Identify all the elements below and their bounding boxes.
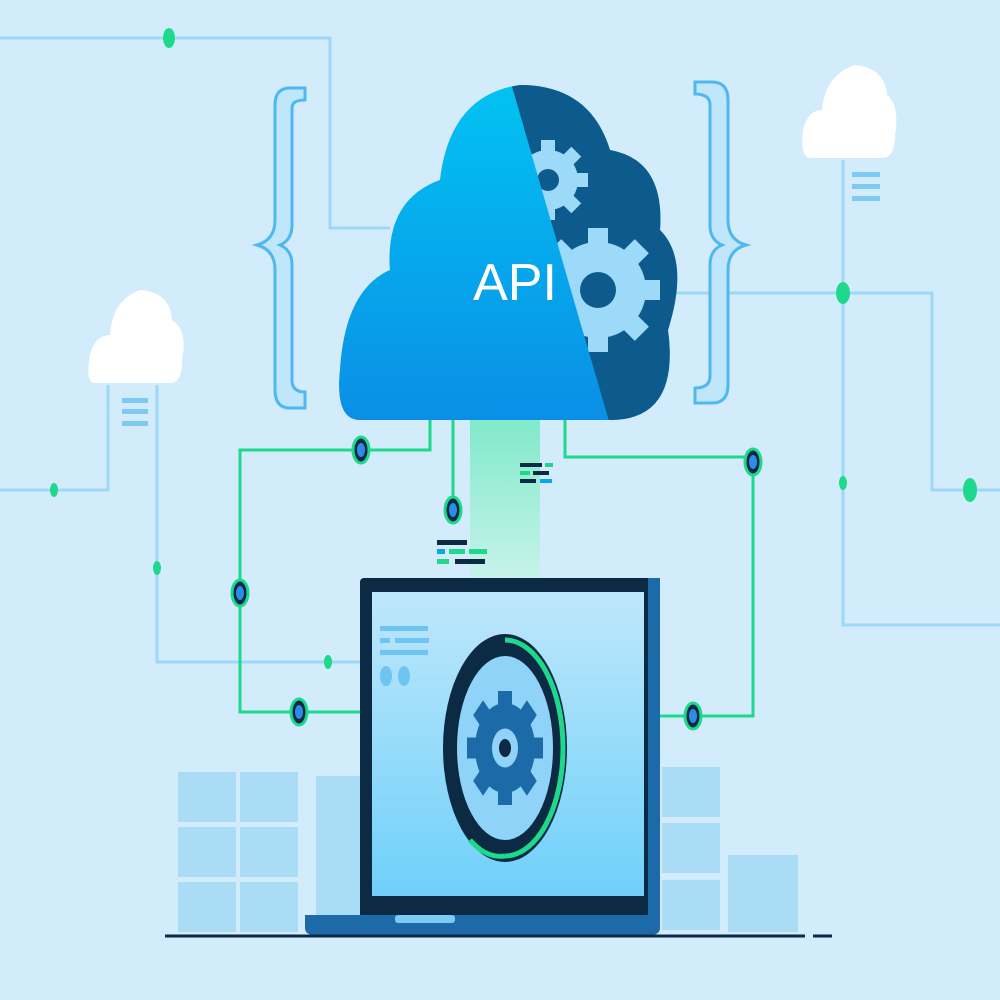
server-rack-right [662, 767, 798, 932]
background-nodes [50, 28, 977, 669]
curly-braces [251, 80, 752, 410]
connector-nodes [230, 435, 763, 731]
small-cloud-left [88, 290, 184, 426]
code-snippet-left [437, 540, 487, 564]
small-cloud-right [802, 65, 897, 201]
settings-gear-icon [443, 634, 567, 862]
server-rack-left [178, 772, 366, 932]
code-snippet-right [520, 463, 553, 483]
api-label: API [473, 254, 557, 312]
screen-text-lines [380, 626, 429, 686]
laptop [305, 578, 660, 935]
api-cloud: API [339, 85, 678, 420]
data-beam [470, 415, 540, 580]
